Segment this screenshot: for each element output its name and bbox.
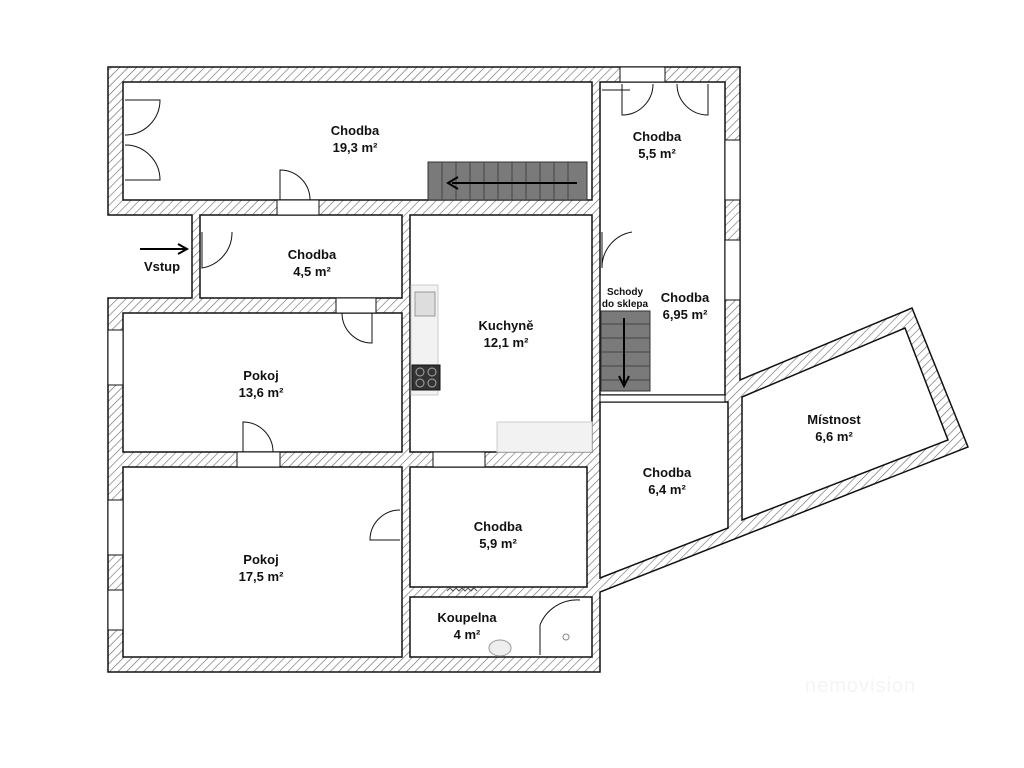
watermark: nemovision (805, 675, 916, 697)
toilet-icon (488, 639, 512, 657)
door-arc (201, 231, 233, 269)
entrance-label: Vstup (144, 259, 180, 274)
room-area: 6,4 m² (648, 482, 686, 497)
window (236, 451, 281, 468)
room-name: Pokoj (243, 368, 278, 383)
room-name: Chodba (633, 129, 682, 144)
room-area: 19,3 m² (333, 140, 378, 155)
door-arc (242, 421, 274, 453)
window (107, 589, 124, 631)
room-name: Chodba (474, 519, 523, 534)
window (724, 139, 741, 201)
room-kuchyne (409, 214, 593, 453)
room-name: Chodba (331, 123, 380, 138)
stairs-label-line2: do sklepa (602, 299, 649, 310)
room-name: Chodba (288, 247, 337, 262)
window (107, 329, 124, 386)
door-arc (341, 312, 373, 344)
room-area: 6,95 m² (663, 307, 708, 322)
door-arc (124, 144, 161, 181)
room-area: 12,1 m² (484, 335, 529, 350)
room-name: Kuchyně (479, 318, 534, 333)
entrance-arrow-icon (177, 243, 190, 255)
door-arc (369, 509, 401, 541)
room-name: Chodba (643, 465, 692, 480)
staircase-cellar (600, 310, 651, 392)
door-arc (621, 83, 654, 116)
room-mistnost (741, 327, 949, 522)
window (724, 239, 741, 301)
window (107, 499, 124, 556)
window (276, 199, 320, 216)
window (432, 451, 486, 468)
arrow-left-icon (446, 176, 459, 190)
stove-icon (411, 364, 441, 391)
window (619, 66, 666, 83)
room-name: Místnost (807, 412, 861, 427)
room-area: 5,5 m² (638, 146, 676, 161)
room-area: 5,9 m² (479, 536, 517, 551)
door-arc (124, 99, 161, 136)
room-area: 6,6 m² (815, 429, 853, 444)
room-area: 4,5 m² (293, 264, 331, 279)
room-chodba-5-5-6-95 (599, 81, 726, 396)
kitchen-counter-bottom (496, 421, 593, 453)
shower-arc (539, 599, 581, 655)
room-name: Chodba (661, 290, 710, 305)
radiator (446, 587, 478, 592)
shower-drain-icon (562, 633, 570, 641)
sink-icon (414, 291, 436, 317)
stairs-label-line1: Schody (607, 287, 644, 298)
room-chodba-5-9 (409, 466, 588, 588)
room-area: 4 m² (454, 627, 481, 642)
room-area: 13,6 m² (239, 385, 284, 400)
door-arc (676, 83, 709, 116)
window (599, 394, 726, 403)
room-area: 17,5 m² (239, 569, 284, 584)
room-chodba-4-5 (199, 214, 403, 299)
arrow-down-icon (618, 375, 630, 389)
room-name: Pokoj (243, 552, 278, 567)
staircase-upper (427, 161, 588, 201)
door-arc (601, 231, 633, 269)
door-arc (279, 169, 311, 201)
window (335, 297, 377, 314)
room-name: Koupelna (437, 610, 497, 625)
room-pokoj-17-5 (122, 466, 403, 658)
